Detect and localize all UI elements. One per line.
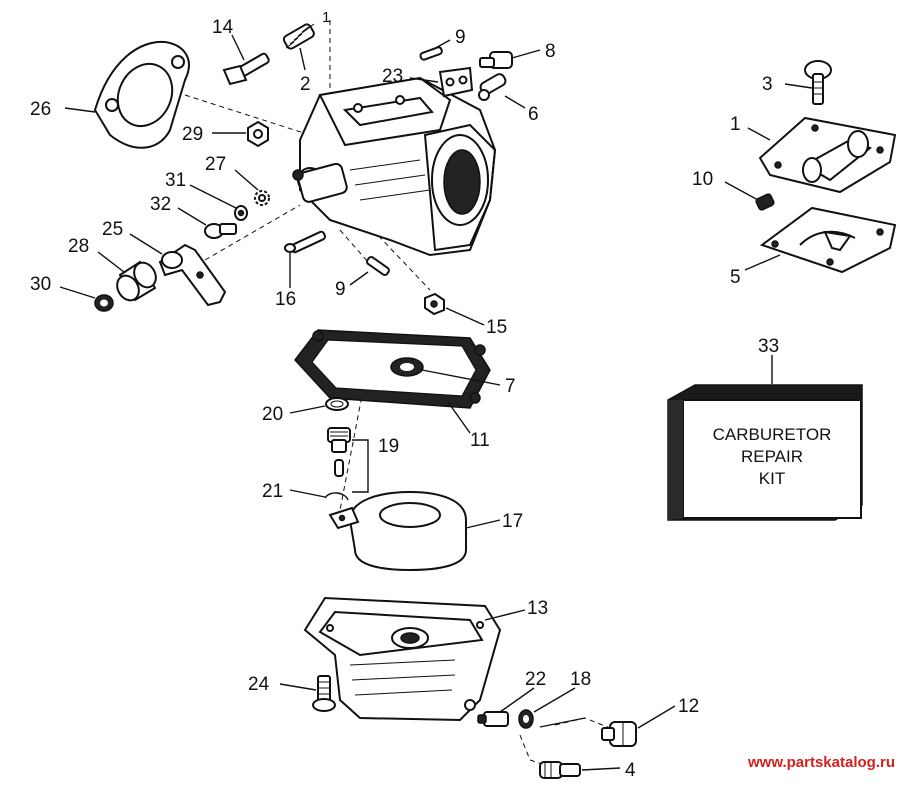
callout-24: 24: [248, 674, 270, 695]
clip-21: [324, 492, 349, 501]
screw-24: [312, 675, 336, 712]
gasket-26: [93, 40, 190, 149]
callout-9-top: 9: [455, 27, 466, 48]
needle-seat-19: [327, 427, 369, 493]
pin-6: [478, 73, 507, 101]
screw-8: [479, 51, 513, 69]
screw-4: [539, 761, 581, 779]
callout-11: 11: [470, 430, 490, 451]
nut-15: [424, 292, 445, 316]
callout-25: 25: [102, 219, 123, 240]
callout-16: 16: [275, 289, 296, 310]
lever-25: [158, 243, 227, 307]
float-17: [328, 490, 467, 572]
cover-1: [758, 116, 897, 194]
callout-31: 31: [165, 170, 186, 191]
float-bowl-13: [303, 596, 502, 722]
screw-32: [204, 223, 237, 239]
callout-7: 7: [505, 376, 516, 397]
callout-13: 13: [527, 598, 548, 619]
washer-27: [254, 190, 270, 206]
callout-32: 32: [150, 194, 171, 215]
callout-14: 14: [212, 17, 234, 38]
bushing-28: [116, 260, 157, 302]
watermark: www.partskatalog.ru: [747, 754, 895, 771]
pin-9-lower: [366, 256, 390, 276]
callout-30: 30: [30, 274, 51, 295]
callout-6: 6: [528, 104, 539, 125]
screw-10: [755, 193, 775, 211]
screw-14: [222, 52, 270, 86]
kit-line-1: CARBURETOR: [713, 425, 832, 444]
callout-5: 5: [730, 267, 741, 288]
callout-15: 15: [486, 317, 507, 338]
callout-4: 4: [625, 760, 636, 781]
callout-3: 3: [762, 74, 773, 95]
kit-line-3: KIT: [759, 469, 785, 488]
pin-9-top: [419, 46, 443, 61]
screw-3: [804, 60, 832, 105]
plate-23: [438, 66, 474, 98]
callout-labels: 14 2 1 9 8 23 6 26 29 27 31 32 25 28 30 …: [30, 9, 779, 781]
jet-22: [477, 711, 509, 727]
repair-kit-box-33: CARBURETOR REPAIR KIT: [667, 384, 863, 521]
washer-18: [518, 709, 534, 729]
carburetor-body: [292, 76, 497, 257]
callout-33: 33: [758, 336, 779, 357]
callout-19: 19: [378, 436, 399, 457]
callout-28: 28: [68, 236, 89, 257]
callout-18: 18: [570, 669, 591, 690]
callout-ref-1: 1: [322, 9, 330, 26]
leader-lines: [59, 34, 813, 771]
screw-16: [284, 230, 327, 254]
callout-8: 8: [545, 41, 556, 62]
callout-27: 27: [205, 154, 226, 175]
washer-30: [94, 294, 114, 312]
kit-line-2: REPAIR: [741, 447, 803, 466]
ring-20: [325, 397, 349, 411]
spring-2: [282, 23, 315, 50]
callout-1: 1: [730, 114, 741, 135]
callout-17: 17: [502, 511, 523, 532]
seal-7: [390, 357, 424, 377]
callout-21: 21: [262, 481, 283, 502]
callout-9-lower: 9: [335, 279, 346, 300]
callout-29: 29: [182, 124, 203, 145]
callout-20: 20: [262, 404, 283, 425]
washer-31: [234, 205, 248, 221]
callout-10: 10: [692, 169, 713, 190]
callout-22: 22: [525, 669, 546, 690]
callout-12: 12: [678, 696, 699, 717]
plug-12: [601, 721, 637, 747]
callout-26: 26: [30, 99, 51, 120]
callout-2: 2: [300, 74, 311, 95]
gasket-5: [759, 206, 897, 274]
nut-29: [247, 120, 269, 148]
callout-23: 23: [382, 66, 403, 87]
